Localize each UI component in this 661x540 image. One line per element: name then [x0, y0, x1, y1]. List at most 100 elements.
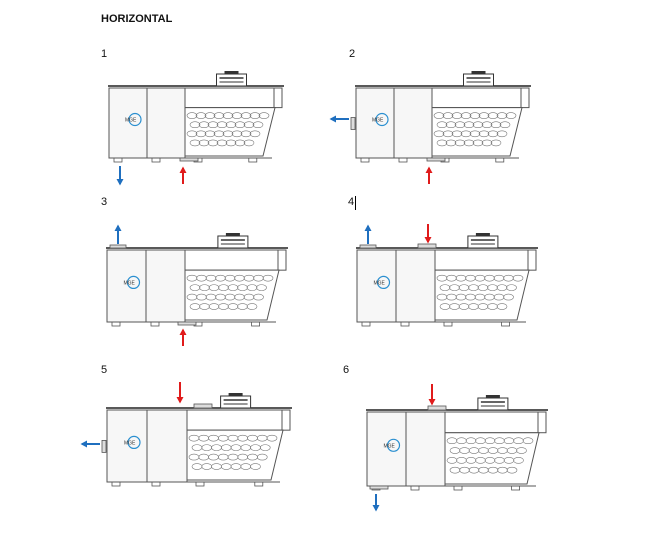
text-cursor — [355, 196, 356, 210]
coil-tube — [186, 112, 198, 119]
coil-tube — [196, 274, 207, 282]
logo-text: MGE — [372, 118, 384, 124]
coil-tube — [496, 112, 508, 119]
coil-tube — [186, 293, 198, 301]
coil-tube — [499, 121, 511, 129]
base-foot — [410, 485, 420, 491]
coil-tube — [208, 284, 220, 291]
unit-diagram-3: MGE — [106, 224, 288, 346]
coil-tube — [243, 274, 255, 282]
coil-tube — [218, 284, 229, 291]
coil-tube — [234, 274, 245, 282]
cabinet-panel-left — [106, 409, 148, 483]
side-duct — [101, 440, 107, 453]
supply-arrow — [364, 224, 372, 244]
coil-tube — [439, 284, 451, 291]
base-foot — [248, 157, 258, 163]
coil-tube — [433, 130, 445, 138]
supply-arrow — [80, 440, 100, 448]
condenser-upper — [444, 411, 540, 434]
coil-tube — [490, 121, 502, 129]
coil-tube — [494, 437, 505, 445]
base-foot — [398, 157, 408, 163]
coil-tube — [497, 466, 508, 474]
coil-tube — [224, 274, 236, 282]
coil-tube — [472, 121, 484, 129]
cabinet-panel-left — [366, 411, 407, 487]
coil-tube — [458, 284, 470, 291]
page-heading: HORIZONTAL — [101, 13, 173, 25]
fan-housing — [217, 235, 249, 249]
coil-tube — [216, 139, 228, 147]
side-box — [527, 249, 537, 271]
coil-tube — [225, 139, 237, 147]
coil-tube — [246, 303, 258, 310]
coil-tube — [446, 437, 458, 445]
fan-housing — [477, 397, 509, 411]
base-foot — [360, 157, 370, 163]
unit-diagram-5: MGE — [80, 382, 292, 487]
coil-tube — [445, 121, 457, 129]
coil-tube — [463, 139, 475, 147]
coil-tube — [256, 284, 267, 291]
coil-tube — [195, 112, 207, 119]
coil-tube — [204, 112, 216, 119]
coil-tube — [240, 130, 252, 138]
coil-tube — [249, 112, 261, 119]
coil-tube — [496, 284, 508, 291]
base-foot — [195, 481, 205, 487]
coil-tube — [215, 293, 226, 301]
coil-tube — [516, 447, 527, 454]
config-number-1: 1 — [101, 48, 108, 60]
side-box — [277, 249, 287, 271]
side-box — [520, 87, 530, 109]
coil-tube — [249, 130, 261, 138]
coil-tube — [207, 121, 219, 129]
base-foot — [151, 157, 161, 163]
coil-tube — [442, 112, 454, 119]
coil-tube — [259, 444, 271, 451]
return-arrow — [428, 384, 436, 406]
unit-diagram-4: MGE — [356, 224, 538, 327]
unit-diagram-6: MGE — [366, 384, 548, 512]
coil-housing — [444, 432, 540, 485]
return-arrow — [179, 328, 187, 346]
condenser-upper — [184, 87, 276, 109]
cabinet-panel-left — [356, 249, 397, 323]
logo-text: MGE — [374, 280, 386, 286]
coil-tube — [253, 274, 264, 282]
coil-tube — [477, 303, 489, 310]
coil-tube — [205, 293, 217, 301]
logo-text: MGE — [125, 118, 137, 124]
base-foot — [113, 157, 123, 163]
coil-tube — [449, 466, 461, 474]
coil-tube — [436, 274, 448, 282]
logo-ring — [126, 275, 141, 290]
coil-tube — [234, 139, 246, 147]
coil-tube — [205, 274, 217, 282]
coil-tube — [433, 112, 445, 119]
coil-tube — [503, 457, 515, 464]
unit-body: MGE — [101, 393, 292, 487]
coil-tube — [463, 121, 475, 129]
fan-housing — [216, 73, 247, 87]
cabinet-panel-left — [106, 249, 147, 323]
coil-tube — [472, 139, 484, 147]
coil-tube — [455, 293, 467, 301]
coil-tube — [506, 284, 517, 291]
coil-tube — [493, 274, 505, 282]
coil-tube — [439, 303, 451, 310]
coil-tube — [478, 447, 489, 454]
coil-tube — [199, 284, 210, 291]
coil-tube — [474, 293, 486, 301]
top-duct-left — [109, 244, 127, 249]
coil-tube — [199, 303, 210, 310]
condenser-upper — [434, 249, 530, 271]
base-foot — [511, 485, 521, 491]
coil-tube — [478, 466, 489, 474]
coil-tube — [459, 447, 470, 454]
config-number-4: 4 — [348, 196, 355, 208]
cabinet-panel-right — [146, 87, 186, 159]
coil-tube — [198, 121, 210, 129]
return-arrow — [176, 382, 184, 404]
